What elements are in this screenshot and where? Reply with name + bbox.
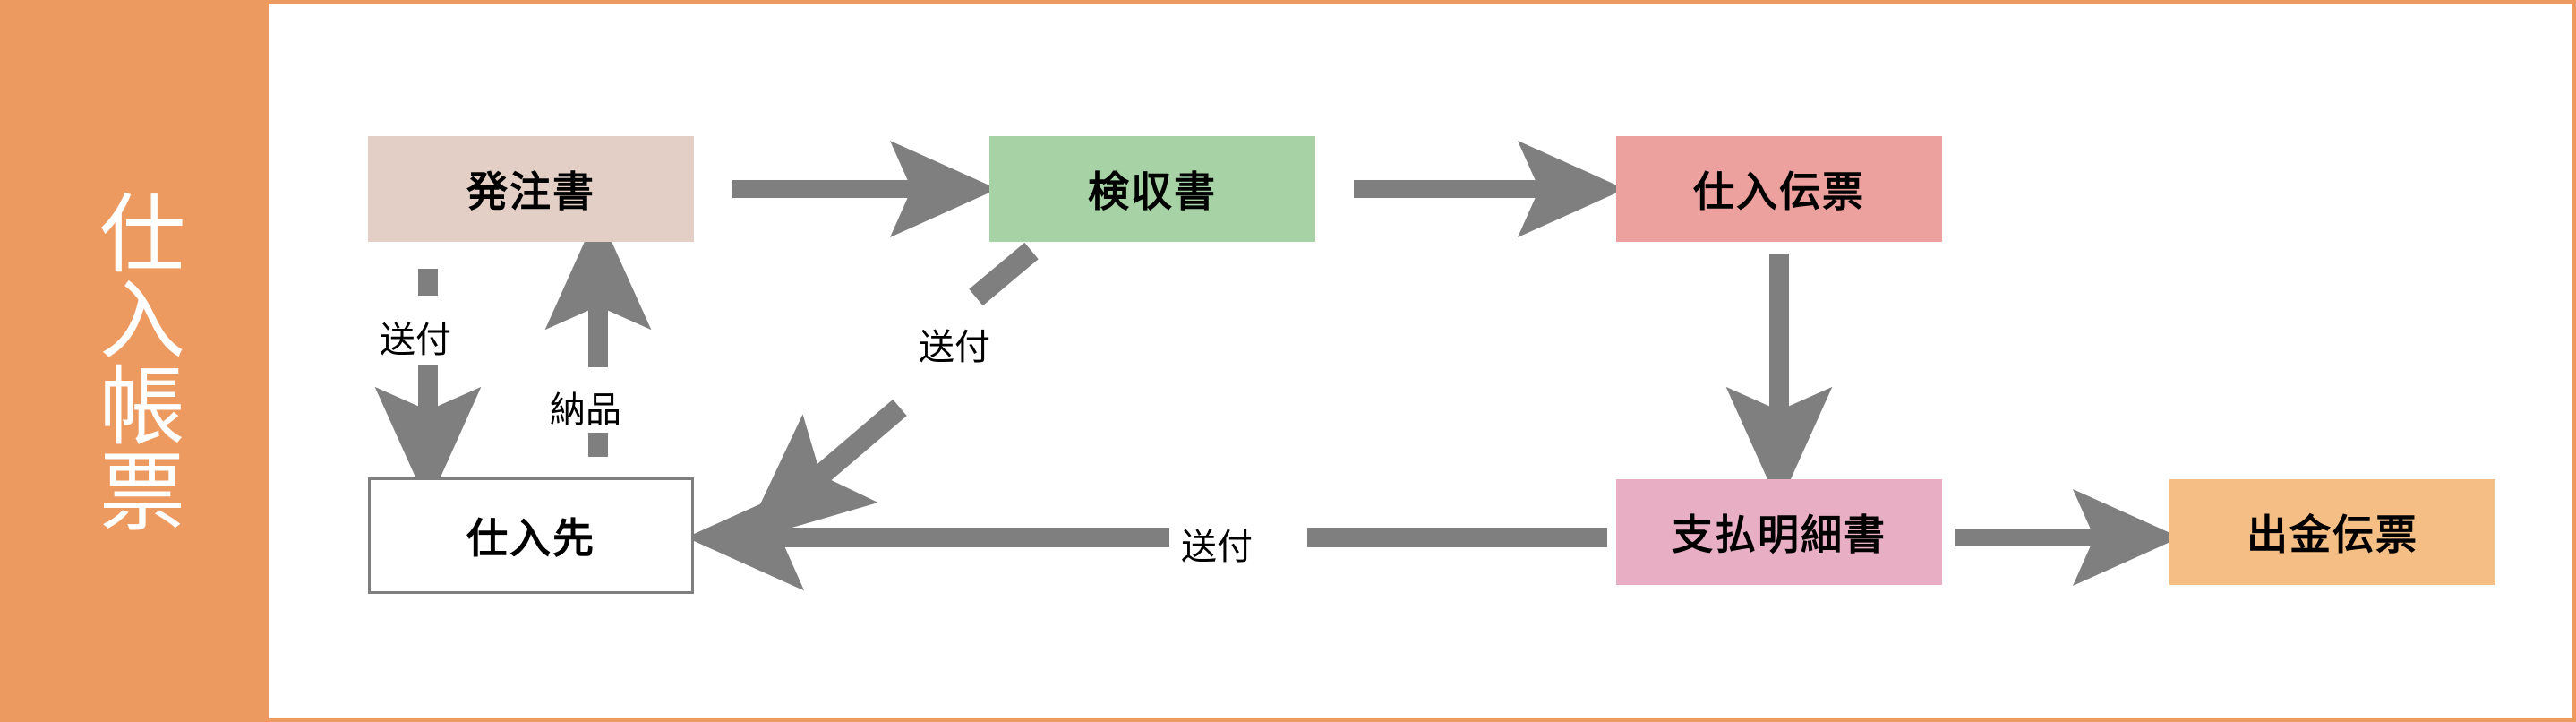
node-supplier[interactable]: 仕入先: [368, 477, 694, 594]
edge-label-inspection-to-supplier: 送付: [913, 318, 996, 370]
node-purchase-order[interactable]: 発注書: [368, 136, 694, 242]
node-purchase-slip[interactable]: 仕入伝票: [1616, 136, 1942, 242]
edge-label-supplier-to-order: 納品: [544, 381, 627, 433]
sidebar-banner: 仕入帳票: [0, 0, 269, 722]
sidebar-title: 仕入帳票: [84, 189, 185, 533]
edge-label-order-to-supplier: 送付: [374, 311, 457, 363]
node-payment-voucher[interactable]: 出金伝票: [2169, 479, 2495, 585]
node-payment-statement[interactable]: 支払明細書: [1616, 479, 1942, 585]
diagram-canvas: [269, 0, 2576, 722]
edge-label-statement-to-supplier: 送付: [1176, 518, 1258, 570]
node-inspection-report[interactable]: 検収書: [989, 136, 1315, 242]
